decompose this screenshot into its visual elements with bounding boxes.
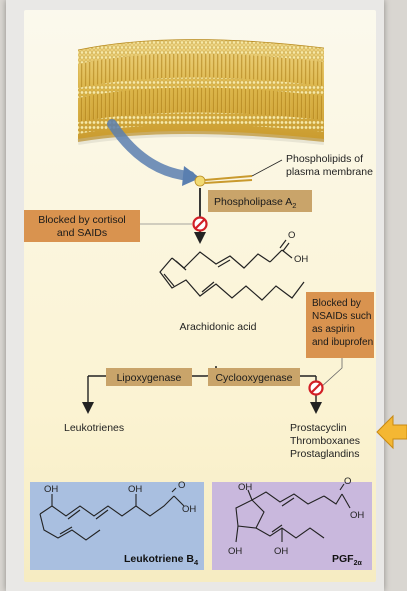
cox-product-prostaglandins: Prostaglandins <box>290 448 359 460</box>
lipoxygenase-box <box>106 368 192 386</box>
leukotriene-b4-title: Leukotriene B4 <box>124 553 199 567</box>
lipoxygenase-label: Lipoxygenase <box>117 372 182 384</box>
pointer-arrow-icon <box>376 414 407 450</box>
release-arrow-head <box>182 166 200 186</box>
membrane-label-line2: plasma membrane <box>286 166 373 178</box>
nsaids-block-line1: Blocked by <box>312 298 361 309</box>
ltb4-carbonyl-o: O <box>178 480 185 491</box>
cortisol-block-line1: Blocked by cortisol <box>38 214 126 226</box>
arachidonic-acid-label: Arachidonic acid <box>179 321 256 333</box>
cortisol-block-line2: and SAIDs <box>57 227 107 239</box>
nsaids-block-line4: and ibuprofen <box>312 337 373 348</box>
main-pathway-arrowhead <box>194 232 206 244</box>
ltb4-oh-1: OH <box>44 484 58 495</box>
leukotrienes-label: Leukotrienes <box>64 422 124 434</box>
arachidonic-pathway-diagram: Phospholipids of plasma membrane Phospho… <box>24 39 374 570</box>
cyclooxygenase-label: Cyclooxygenase <box>215 372 292 384</box>
pgf-oh-top: OH <box>238 482 252 493</box>
aa-hydroxyl: OH <box>294 254 308 265</box>
pgf-oh-bottom-left: OH <box>228 546 242 557</box>
cox-product-thromboxanes: Thromboxanes <box>290 435 360 447</box>
pgf-carbonyl-o: O <box>344 476 351 487</box>
aa-carbonyl-o: O <box>288 230 295 241</box>
nsaids-block-box <box>306 292 374 358</box>
diagram-card: Phospholipids of plasma membrane Phospho… <box>24 10 376 582</box>
membrane-leader-line <box>251 159 283 177</box>
arachidonic-acid-structure <box>159 239 305 301</box>
pgf2a-title: PGF2α <box>332 553 362 567</box>
ltb4-oh-2: OH <box>128 484 142 495</box>
nsaids-leader-line <box>319 358 343 389</box>
nsaids-block-line2: NSAIDs such <box>312 311 371 322</box>
cyclooxygenase-box <box>208 368 300 386</box>
release-arrow <box>107 119 195 181</box>
inhibit-symbol-pla2 <box>192 216 208 232</box>
ltb4-hydroxyl: OH <box>182 504 196 515</box>
nsaids-block-line3: as aspirin <box>312 324 355 335</box>
pgf-oh-bottom: OH <box>274 546 288 557</box>
membrane-label-line1: Phospholipids of <box>286 153 363 165</box>
lox-arrowhead <box>82 402 94 414</box>
cox-product-prostacyclin: Prostacyclin <box>290 422 347 434</box>
pgf-hydroxyl: OH <box>350 510 364 521</box>
figure-frame: Phospholipids of plasma membrane Phospho… <box>6 0 384 591</box>
leukotriene-b4-panel: OH OH O OH Leukotriene B4 <box>30 480 204 570</box>
free-phospholipid <box>194 175 253 187</box>
pgf2a-panel: OH O OH OH OH PGF2α <box>212 476 372 570</box>
phospholipase-a2-label: Phospholipase A2 <box>214 196 296 210</box>
inhibit-symbol-cox <box>308 380 324 396</box>
cox-arrowhead <box>310 402 322 414</box>
phospholipase-a2-box <box>208 190 312 212</box>
plasma-membrane <box>77 39 325 145</box>
cortisol-block-box <box>24 210 140 242</box>
